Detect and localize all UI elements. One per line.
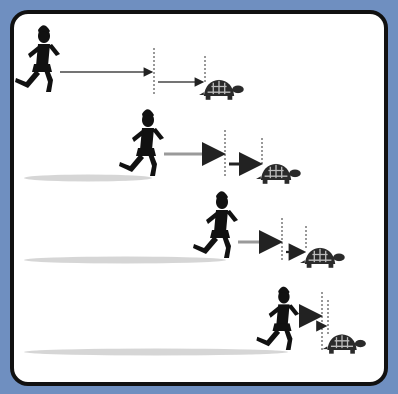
runner-shadow-trail — [24, 257, 226, 264]
tortoise-icon — [199, 80, 244, 100]
tortoise-icon — [300, 248, 345, 268]
runner-icon — [15, 25, 60, 92]
stage-2 — [24, 109, 301, 184]
runner-icon — [119, 109, 164, 176]
runner-shadow-trail — [24, 349, 288, 356]
achilles-tortoise-diagram — [14, 14, 384, 382]
stage-1 — [15, 25, 244, 100]
runner-icon — [193, 191, 238, 258]
stage-3 — [24, 191, 345, 268]
tortoise-icon — [323, 334, 366, 353]
stages — [15, 25, 366, 355]
tortoise-icon — [256, 164, 301, 184]
stage-4 — [24, 287, 366, 356]
diagram-panel — [10, 10, 388, 386]
runner-icon — [256, 287, 299, 350]
runner-shadow-trail — [24, 175, 152, 182]
